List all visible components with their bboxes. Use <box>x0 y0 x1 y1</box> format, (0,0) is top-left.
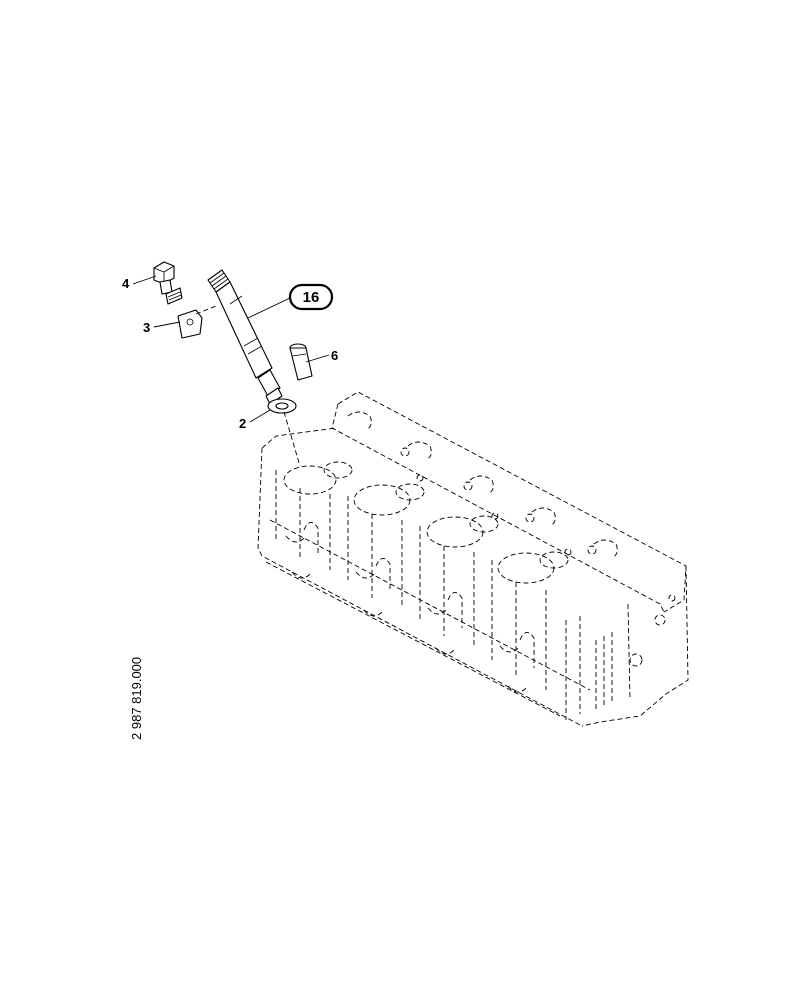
callout-3-label: 3 <box>143 320 150 335</box>
head-end-face-details <box>565 594 676 720</box>
cylinder-head-illustration <box>257 391 689 727</box>
cylinder-bays <box>275 461 569 693</box>
head-ridge-bosses <box>347 411 618 559</box>
clamp-bracket-part <box>177 305 217 339</box>
document-number: 2 987 819.000 <box>129 657 144 740</box>
flange-bolt-part <box>153 261 183 305</box>
injector-part <box>207 269 283 405</box>
callout-16: 16 <box>247 283 334 319</box>
callout-16-oval <box>288 283 334 311</box>
callout-6: 6 <box>305 348 338 363</box>
callout-16-label: 16 <box>303 289 320 306</box>
callout-2-label: 2 <box>239 416 246 431</box>
sealing-washer-part <box>267 398 301 467</box>
callout-3: 3 <box>143 320 181 335</box>
callout-6-label: 6 <box>331 348 338 363</box>
callout-4-label: 4 <box>122 276 130 291</box>
callout-2: 2 <box>239 409 271 431</box>
sleeve-pin-part <box>289 343 313 381</box>
callout-4: 4 <box>122 275 157 291</box>
